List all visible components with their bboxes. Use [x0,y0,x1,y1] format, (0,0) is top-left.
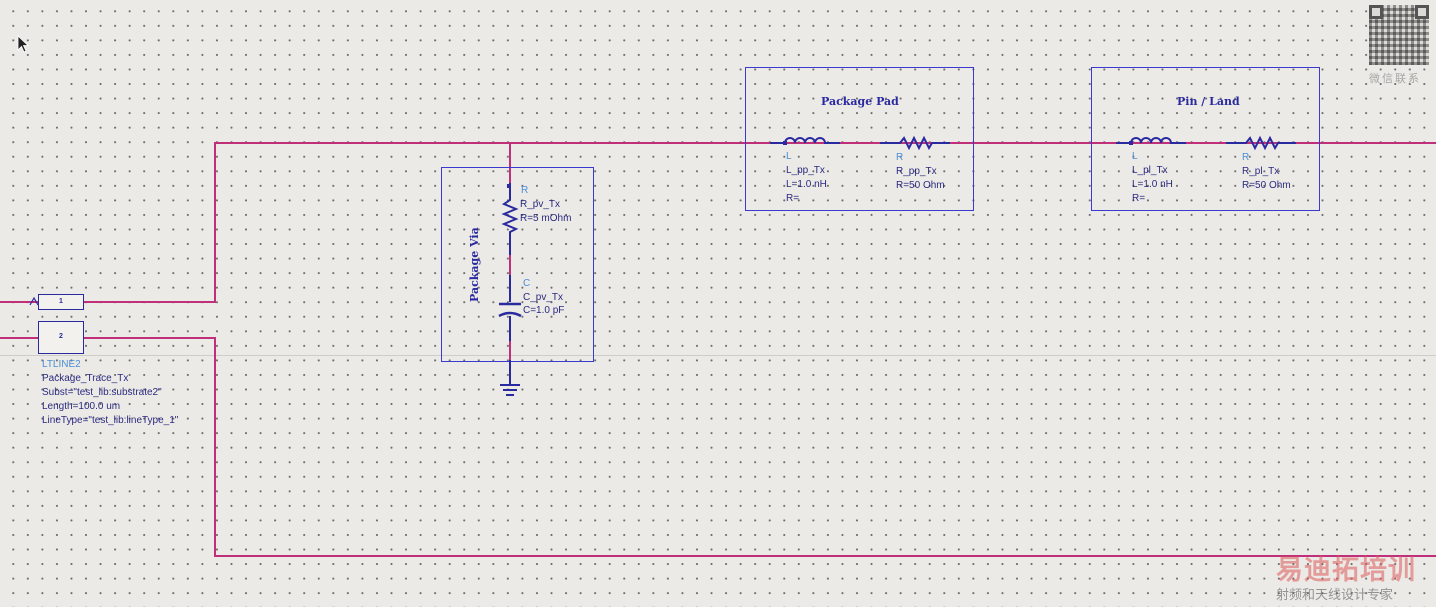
tline-instance-name: Package_Trace_Tx [42,373,129,384]
pin-inductor-value: L=1.0 nH [1132,179,1173,190]
canvas-guide-line [0,355,1436,356]
pad-resistor-value: R=50 Ohm [896,180,945,191]
via-resistor-lead-top [509,183,511,198]
via-capacitor-name: C_pv_Tx [523,292,564,303]
port-1-label: 1 [59,298,63,305]
pin-land-box[interactable] [1091,67,1320,211]
pad-resistor-icon[interactable] [880,135,950,151]
pad-inductor-r: R= [786,193,800,204]
package-pad-title: Package Pad [821,95,899,108]
qr-code-icon [1369,5,1429,65]
port-2-label: 2 [59,333,63,340]
tline-port-2[interactable]: 2 [38,321,84,354]
via-resistor-lead-bottom [509,236,511,255]
qr-caption: 微信联系 [1369,73,1421,85]
pin-resistor-value: R=50 Ohm [1242,180,1291,191]
tline-length: Length=100.0 um [42,401,121,412]
ground-lead [509,360,511,384]
wire-port1-out[interactable] [84,301,215,303]
tline-subst: Subst="test_lib:substrate2" [42,387,162,398]
wire-return-bus[interactable] [214,555,1436,557]
pin-inductor-name: L_pl_Tx [1132,165,1168,176]
wire-upper-riser[interactable] [214,143,216,303]
tline-linetype: LineType="test_lib:lineType_1" [42,415,179,426]
pin-land-title: Pin / Land [1177,95,1240,108]
package-via-title: Package Via [468,227,481,302]
pin-resistor-name: R_pl_Tx [1242,166,1280,177]
pad-resistor-type: R [896,152,904,163]
wire-left-lower-stub[interactable] [0,337,38,339]
wire-port2-out[interactable] [84,337,215,339]
brand-watermark: 易迪拓培训 [1276,555,1416,586]
wire-lower-riser[interactable] [214,337,216,557]
via-resistor-value: R=5 mOhm [520,213,572,224]
via-resistor-icon[interactable] [500,196,520,236]
tline-port-1[interactable]: 1 [38,294,84,310]
pin-inductor-icon[interactable] [1116,136,1186,150]
via-resistor-pin-dot [507,184,511,188]
via-capacitor-type: C [523,278,531,289]
mouse-cursor-icon [17,35,30,53]
pad-resistor-name: R_pp_Tx [896,166,937,177]
wire-via-mid[interactable] [509,255,511,275]
ground-icon[interactable] [499,383,521,397]
via-resistor-type: R [521,185,529,196]
pad-inductor-type: L [786,151,792,162]
pin-resistor-type: R [1242,152,1250,163]
via-capacitor-lead-top [509,275,511,302]
wire-via-bottom[interactable] [509,340,511,362]
pin-resistor-icon[interactable] [1226,135,1296,151]
pin-inductor-r: R= [1132,193,1146,204]
via-capacitor-icon[interactable] [497,300,523,320]
package-pad-box[interactable] [745,67,974,211]
brand-tagline: 射频和天线设计专家 [1276,588,1394,603]
via-capacitor-lead-bottom [509,316,511,341]
tline-component-type: LTLINE2 [42,359,81,370]
via-capacitor-value: C=1.0 pF [523,305,565,316]
package-via-box[interactable] [441,167,594,362]
pad-inductor-value: L=1.0 nH [786,179,827,190]
via-resistor-name: R_pv_Tx [520,199,561,210]
tline-pin-left-icon [29,296,39,306]
pad-inductor-icon[interactable] [770,136,840,150]
wire-left-upper-stub[interactable] [0,301,38,303]
pad-inductor-name: L_pp_Tx [786,165,825,176]
wire-via-drop[interactable] [509,143,511,183]
pin-inductor-type: L [1132,151,1138,162]
